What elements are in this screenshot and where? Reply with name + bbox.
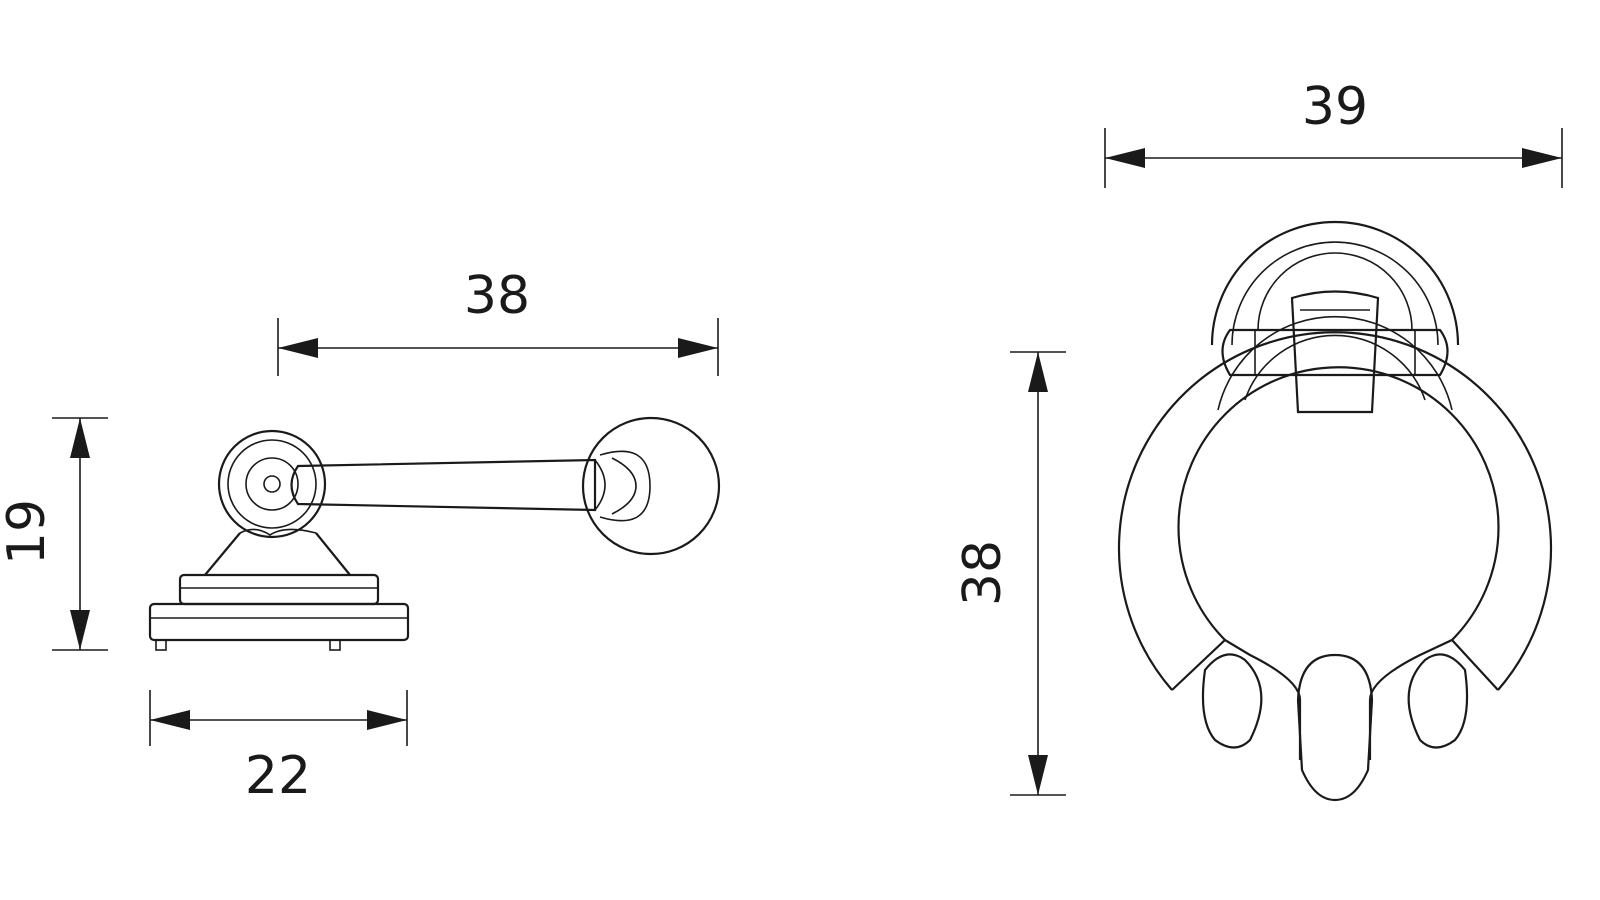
base-width-label: 22 [245, 746, 311, 806]
side-view-drawing [148, 416, 721, 651]
base-width-dimension: 22 [149, 690, 408, 806]
front-width-label: 39 [1302, 77, 1368, 137]
side-length-dimension: 38 [277, 266, 719, 376]
front-height-dimension: 38 [953, 351, 1066, 796]
side-height-dimension: 19 [0, 417, 108, 651]
front-view-drawing [1117, 220, 1553, 802]
side-length-label: 38 [464, 266, 530, 326]
side-height-label: 19 [0, 499, 57, 565]
front-height-label: 38 [953, 540, 1013, 606]
front-width-dimension: 39 [1104, 77, 1563, 188]
